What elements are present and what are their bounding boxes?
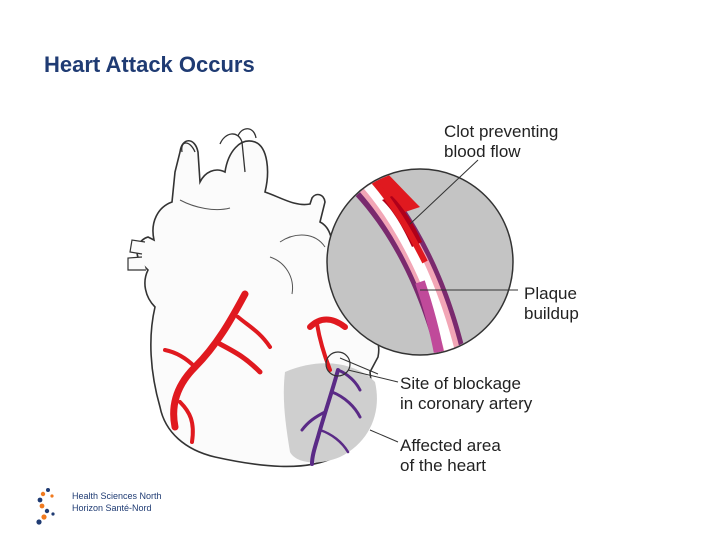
heart-diagram xyxy=(127,128,518,468)
logo-dots-icon xyxy=(36,488,55,525)
slide-title: Heart Attack Occurs xyxy=(44,52,255,77)
label-affected-area: Affected area of the heart xyxy=(400,436,501,475)
label-blockage: Site of blockage in coronary artery xyxy=(400,374,533,413)
label-plaque: Plaque buildup xyxy=(524,284,579,323)
logo-line-2: Horizon Santé-Nord xyxy=(72,503,152,513)
hospital-logo: Health Sciences North Horizon Santé-Nord xyxy=(34,484,174,530)
heart-illustration xyxy=(127,128,380,468)
artery-inset xyxy=(326,159,518,443)
label-clot: Clot preventing blood flow xyxy=(444,122,559,161)
coronary-arteries xyxy=(163,290,348,444)
blocked-vessel xyxy=(300,368,362,466)
logo-line-1: Health Sciences North xyxy=(72,491,162,501)
